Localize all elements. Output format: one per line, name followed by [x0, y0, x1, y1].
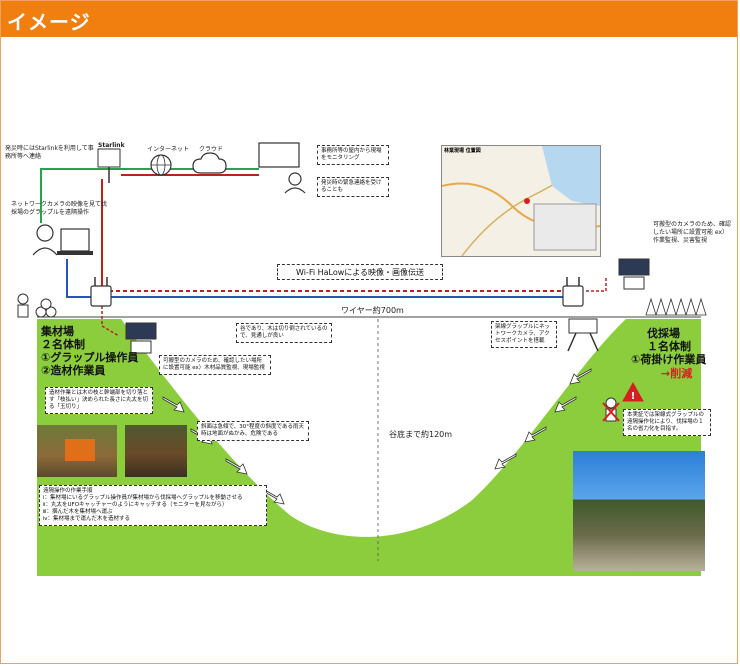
disaster-note: 発災時の緊急連絡を受けることも [317, 177, 389, 197]
solar-camera-right-icon [618, 258, 650, 290]
slope-arrows-right [494, 368, 592, 470]
office-monitor-note: 事務所等の屋内から現場をモニタリング [317, 145, 389, 165]
starlink-note: 発災時にはStarlinkを利用して事務所等へ連絡 [5, 145, 94, 160]
location-map: 林業現場 位置図 [441, 145, 601, 257]
procedure-step: ⅱ：丸太をUFOキャッチャーのようにキャッチする（モニターを見ながら） [43, 502, 228, 508]
procedure-step: ⅰ：集材場にいるグラップル操作員が集材場から伐採場へグラップルを移動させる [43, 495, 243, 501]
slope-note: 斜面は急傾で、30°程度の斜度である雨天時は地面がぬかみ、危険である [197, 421, 309, 441]
forest-photo [573, 451, 705, 571]
office-monitor-icon [258, 142, 306, 194]
wire-label: ワイヤー約700m [339, 306, 406, 315]
grapple-note: 架線グラップルにネットワークカメラ、アクセスポイントを搭載 [491, 321, 557, 348]
left-site-title: 集材場 [41, 325, 74, 338]
left-camera-note: 可搬型のカメラのため、確認したい場所に設置可能 ex）木材品質監視、現場監視 [159, 355, 271, 375]
tree-row-icon [645, 297, 707, 316]
right-site-role: ①荷掛け作業員 [631, 353, 707, 366]
left-worker-icon [17, 293, 29, 318]
cloud-icon [192, 152, 227, 174]
internet-globe-icon [150, 154, 172, 176]
removed-worker-icon [602, 397, 620, 422]
starlink-dish-icon [97, 148, 121, 183]
right-camera-note: 可搬型のカメラのため、確認したい場所に設置可能 ex）作業監視、災害監視 [653, 221, 732, 244]
wire-blue-line [66, 259, 571, 298]
internet-label: インターネット [147, 146, 190, 153]
starlink-green-line [40, 168, 259, 223]
remote-note: ネットワークカメラの映像を見て伐採場のグラップルを遠隔操作 [11, 201, 108, 216]
wifi-halow-label: Wi-Fi HaLowによる映像・画像伝送 [277, 264, 443, 280]
work-note: 造材作業とは木の枝と幹端部を切り落とす「枝払い」決められた長さに丸太を切る「玉切… [45, 387, 153, 414]
camera-link-right [586, 276, 607, 292]
grapple-carriage-icon [567, 318, 599, 352]
logs-photo [125, 425, 187, 477]
starlink-label: Starlink [98, 142, 125, 149]
procedure-title: 遠隔操作の作業手順 [43, 488, 93, 494]
left-site-staff: ２名体制 [41, 338, 85, 351]
warning-icon: ! [622, 381, 644, 402]
reduce-note: 本実証では架線式グラップルの遠隔操作化により、伐採場の１名の省力化を目指す。 [623, 409, 711, 436]
left-site-role1: ①グラップル操作員 [41, 351, 139, 364]
remote-operator-icon [32, 224, 93, 256]
access-point-left-icon [90, 277, 112, 307]
left-site-role2: ②造材作業員 [41, 364, 106, 377]
cloud-label: クラウド [199, 146, 224, 153]
excavator-photo [37, 425, 117, 477]
right-site-reduced: →削減 [661, 367, 693, 380]
right-site-title: 伐採場 [647, 327, 680, 340]
solar-camera-left-icon [125, 322, 157, 354]
camera-link-left [101, 301, 120, 337]
header-bar: イメージ [1, 1, 737, 37]
log-pile-icon [35, 298, 57, 318]
map-title: 林業現場 位置図 [444, 148, 481, 154]
depth-label: 谷底まで約120m [389, 430, 453, 439]
page-title: イメージ [7, 10, 91, 34]
procedure-step: ⅳ：集材場まで運んだ木を造材する [43, 516, 130, 522]
right-site-staff: １名体制 [647, 340, 691, 353]
view-note: 谷であり、木は切り倒されているので、見通しが良い [236, 323, 332, 343]
svg-text:!: ! [631, 391, 636, 402]
access-point-right-icon [562, 277, 584, 307]
procedure-step: ⅲ：掴んだ木を集材場へ運ぶ [43, 509, 113, 515]
procedure-box: 遠隔操作の作業手順 ⅰ：集材場にいるグラップル操作員が集材場から伐採場へグラップ… [39, 485, 267, 526]
